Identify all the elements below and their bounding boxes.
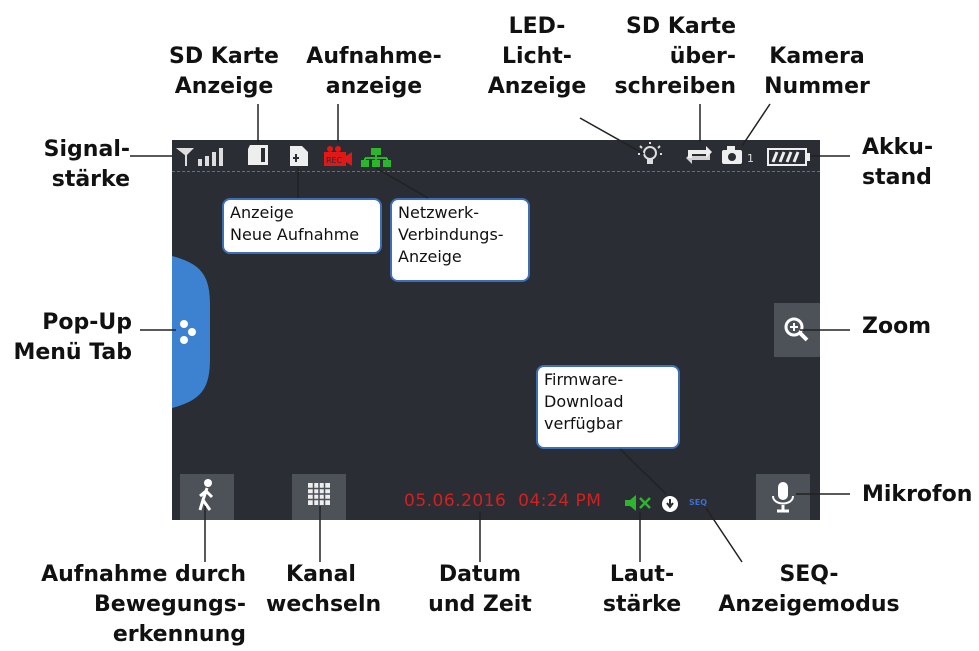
new-recording-icon — [290, 146, 308, 166]
callout-new-recording-line-2: Neue Aufnahme — [230, 225, 360, 244]
zoom-in-icon — [784, 317, 809, 342]
callout-new-recording-line-1: Anzeige — [230, 203, 294, 222]
battery-icon — [767, 148, 810, 166]
microphone-button[interactable] — [756, 474, 810, 520]
sd-card-icon — [248, 145, 268, 165]
callout-firmware-line-3: verfügbar — [544, 414, 623, 433]
firmware-download-icon — [662, 496, 678, 512]
svg-text:REC: REC — [326, 156, 343, 165]
label-channel-switch: Kanal wechseln — [266, 560, 382, 620]
label-seq-line-2: Anzeigemodus — [718, 592, 900, 617]
label-led-light: LED- Licht- Anzeige — [472, 12, 602, 102]
date-time-display: 05.06.2016 04:24 PM — [404, 491, 601, 511]
label-sd-overwrite: SD Karte über- schreiben — [608, 12, 736, 102]
label-channel-line-2: wechseln — [266, 592, 382, 617]
label-sd-card-line-2: Anzeige — [174, 74, 274, 99]
label-signal-line-1: Signal- — [43, 137, 130, 162]
label-sd-card-line-1: SD Karte — [169, 44, 279, 69]
label-popup-line-1: Pop-Up — [42, 310, 132, 335]
callout-network-line-1: Netzwerk- — [398, 203, 480, 222]
label-popup-line-2: Menü Tab — [13, 340, 132, 365]
callout-network: Netzwerk- Verbindungs- Anzeige — [390, 198, 530, 282]
label-sd-card: SD Karte Anzeige — [162, 42, 286, 102]
sd-overwrite-icon — [686, 146, 712, 164]
walking-person-icon — [198, 479, 214, 511]
popup-menu-tab[interactable] — [172, 256, 212, 408]
label-battery: Akku- stand — [862, 133, 962, 193]
label-datetime-line-1: Datum — [438, 562, 522, 587]
label-battery-line-2: stand — [862, 165, 932, 190]
label-seq-line-1: SEQ- — [779, 562, 839, 587]
label-camera-number-line-2: Nummer — [764, 74, 870, 99]
leader-seq — [705, 507, 743, 563]
camera-number: 1 — [747, 152, 754, 165]
leader-led — [579, 117, 645, 155]
seq-indicator: SEQ — [689, 498, 708, 507]
label-channel-line-1: Kanal — [286, 562, 356, 587]
leader-network — [375, 167, 429, 199]
label-battery-line-1: Akku- — [862, 135, 934, 160]
label-motion-recording: Aufnahme durch Bewegungs- erkennung — [40, 560, 256, 650]
callout-network-line-3: Anzeige — [398, 247, 462, 266]
label-motion-line-2: Bewegungs- — [94, 592, 246, 617]
microphone-icon — [772, 482, 794, 513]
date-text: 05.06.2016 — [404, 491, 507, 511]
led-light-icon — [638, 142, 662, 164]
label-recording: Aufnahme- anzeige — [300, 42, 448, 102]
label-sd-overwrite-line-1: SD Karte — [626, 14, 736, 39]
label-led-line-1: LED- — [508, 14, 566, 39]
label-date-time: Datum und Zeit — [420, 560, 540, 620]
channel-switch-button[interactable] — [292, 474, 346, 520]
label-motion-line-3: erkennung — [112, 622, 246, 647]
callout-firmware-line-1: Firmware- — [544, 370, 624, 389]
label-zoom: Zoom — [862, 314, 932, 339]
label-led-line-3: Anzeige — [487, 74, 587, 99]
network-connection-icon — [361, 148, 391, 167]
label-seq-mode: SEQ- Anzeigemodus — [718, 560, 900, 620]
label-camera-number-line-1: Kamera — [769, 44, 865, 69]
callout-new-recording: Anzeige Neue Aufnahme — [222, 198, 382, 254]
leader-camera-number — [741, 103, 771, 147]
volume-mute-icon — [625, 495, 651, 511]
callout-network-line-2: Verbindungs- — [398, 225, 504, 244]
label-recording-line-1: Aufnahme- — [306, 44, 442, 69]
label-motion-line-1: Aufnahme durch — [41, 562, 246, 587]
label-signal-strength: Signal- stärke — [28, 135, 130, 195]
grid-icon — [308, 483, 330, 505]
label-datetime-line-2: und Zeit — [428, 592, 532, 617]
leader-firmware — [619, 448, 667, 495]
label-signal-line-2: stärke — [51, 167, 130, 192]
signal-strength-icon — [176, 148, 223, 166]
label-volume-line-1: Laut- — [609, 562, 675, 587]
label-volume-line-2: stärke — [602, 592, 682, 617]
callout-firmware-line-2: Download — [544, 392, 624, 411]
label-popup-menu-tab: Pop-Up Menü Tab — [2, 308, 132, 368]
label-volume: Laut- stärke — [594, 560, 690, 620]
status-bar-divider — [172, 171, 820, 172]
time-text: 04:24 PM — [518, 491, 602, 511]
label-microphone: Mikrofon — [862, 482, 973, 507]
label-recording-line-2: anzeige — [325, 74, 423, 99]
label-camera-number: Kamera Nummer — [752, 42, 882, 102]
label-sd-overwrite-line-2: über- — [669, 44, 736, 69]
label-led-line-2: Licht- — [502, 44, 572, 69]
motion-recording-button[interactable] — [180, 474, 234, 520]
recording-icon: REC — [324, 146, 352, 166]
callout-firmware: Firmware- Download verfügbar — [536, 365, 680, 449]
camera-icon — [722, 146, 742, 164]
label-sd-overwrite-line-3: schreiben — [614, 74, 736, 99]
